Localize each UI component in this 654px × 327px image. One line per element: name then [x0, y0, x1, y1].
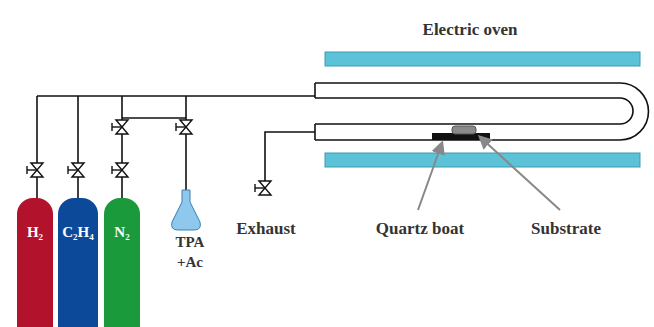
part-label: Substrate: [531, 219, 601, 239]
valve-symbol: [255, 181, 271, 195]
valve-symbol: [176, 120, 192, 134]
reagent-label: TPA +Ac: [168, 232, 212, 273]
gas-lines: [37, 96, 315, 200]
valve-symbol: [27, 163, 43, 177]
valve-symbol: [112, 120, 128, 134]
exhaust-label: Exhaust: [236, 219, 296, 239]
gas-cylinder: C₂H₄: [58, 198, 98, 327]
valves: [27, 120, 271, 195]
leader-line: [480, 137, 560, 210]
gas-label: N₂: [114, 224, 129, 241]
valve-symbol: [68, 163, 84, 177]
part-label: Quartz boat: [376, 219, 464, 239]
leader-line: [418, 143, 442, 210]
bubbler-flask: [172, 190, 201, 230]
quartz-tube: [315, 98, 633, 124]
gas-label: C₂H₄: [62, 224, 94, 241]
gas-label: H₂: [27, 224, 43, 241]
oven-wall: [325, 52, 640, 66]
oven-wall: [325, 153, 640, 167]
oven-label: Electric oven: [423, 20, 518, 40]
valve-symbol: [112, 163, 128, 177]
substrate: [452, 126, 476, 134]
gas-cylinder: H₂: [17, 198, 53, 327]
quartz-tube: [315, 83, 648, 140]
gas-cylinder: N₂: [104, 198, 140, 327]
